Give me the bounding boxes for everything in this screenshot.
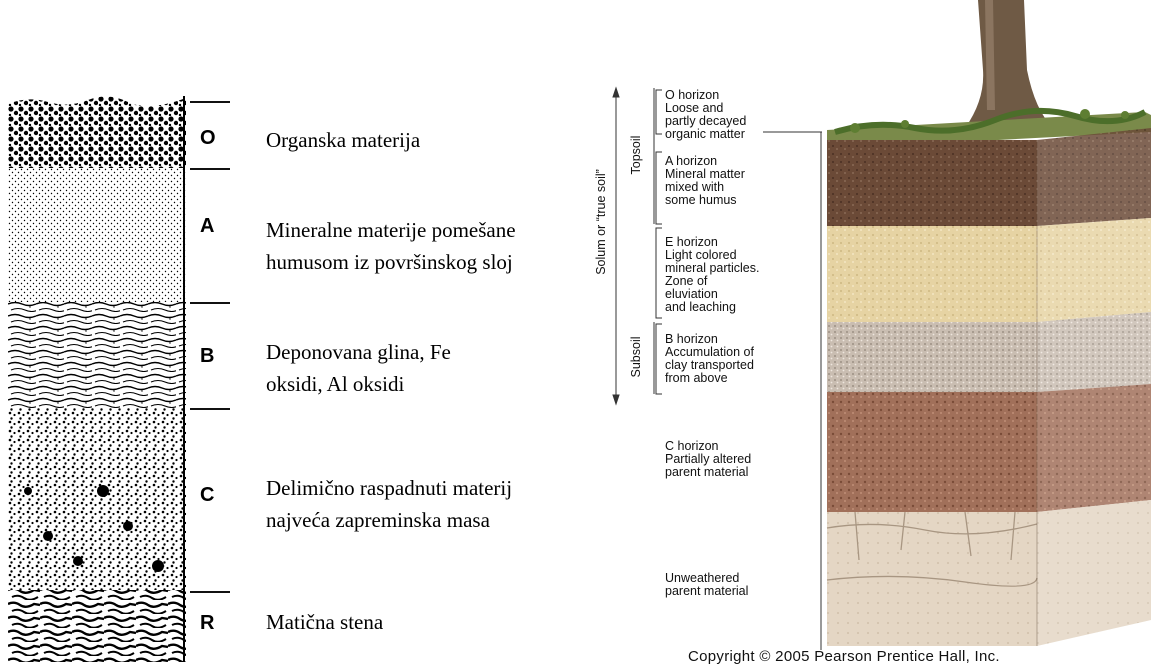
horizon-letter-b: B: [200, 345, 214, 368]
left-layer-r: [8, 590, 186, 662]
left-layer-a: [8, 168, 186, 302]
boundary-tick-a-b: [190, 302, 230, 304]
right-label-c-line-3: parent material: [665, 466, 751, 479]
boundary-tick-c-r: [190, 591, 230, 593]
horizon-letter-a: A: [200, 215, 214, 238]
left-layer-b: [8, 302, 186, 408]
horizon-desc-b-line-2: oksidi, Al oksidi: [266, 368, 451, 400]
soil-block-diagram: [815, 0, 1151, 650]
horizon-desc-o: Organska materija: [266, 124, 420, 156]
right-label-a: A horizon Mineral matter mixed with some…: [665, 155, 745, 207]
horizon-letter-o: O: [200, 127, 216, 150]
horizon-desc-c: Delimično raspadnuti materij najveća zap…: [266, 472, 512, 536]
right-label-bedrock-line-2: parent material: [665, 585, 748, 598]
right-label-b-line-4: from above: [665, 372, 754, 385]
boundary-tick-o-a: [190, 168, 230, 170]
horizon-desc-b-line-1: Deponovana glina, Fe: [266, 336, 451, 368]
bracket-label-solum: Solum or “true soil”: [594, 162, 608, 282]
right-label-b: B horizon Accumulation of clay transport…: [665, 333, 754, 385]
left-layer-o: [8, 96, 186, 168]
right-label-e: E horizon Light colored mineral particle…: [665, 236, 759, 314]
horizon-desc-c-line-1: Delimično raspadnuti materij: [266, 472, 512, 504]
horizon-letter-c: C: [200, 484, 214, 507]
horizon-desc-o-line-1: Organska materija: [266, 124, 420, 156]
right-label-bedrock: Unweathered parent material: [665, 572, 748, 598]
right-label-c: C horizon Partially altered parent mater…: [665, 440, 751, 479]
horizon-desc-r: Matična stena: [266, 606, 383, 638]
horizon-desc-a-line-1: Mineralne materije pomešane: [266, 214, 516, 246]
boundary-tick-b-c: [190, 408, 230, 410]
horizon-desc-r-line-1: Matična stena: [266, 606, 383, 638]
right-label-e-line-6: and leaching: [665, 301, 759, 314]
horizon-desc-a-line-2: humusom iz površinskog sloj: [266, 246, 516, 278]
horizon-desc-b: Deponovana glina, Fe oksidi, Al oksidi: [266, 336, 451, 400]
left-soil-profile-schematic: [8, 96, 186, 662]
horizon-letter-r: R: [200, 612, 214, 635]
horizon-desc-a: Mineralne materije pomešane humusom iz p…: [266, 214, 516, 278]
right-label-o-line-4: organic matter: [665, 128, 746, 141]
boundary-tick-top: [190, 101, 230, 103]
right-label-a-line-4: some humus: [665, 194, 745, 207]
horizon-desc-c-line-2: najveća zapreminska masa: [266, 504, 512, 536]
right-label-o: O horizon Loose and partly decayed organ…: [665, 89, 746, 141]
bracket-label-subsoil: Subsoil: [629, 327, 643, 387]
copyright-text: Copyright © 2005 Pearson Prentice Hall, …: [688, 648, 1000, 665]
bracket-label-topsoil: Topsoil: [629, 125, 643, 185]
